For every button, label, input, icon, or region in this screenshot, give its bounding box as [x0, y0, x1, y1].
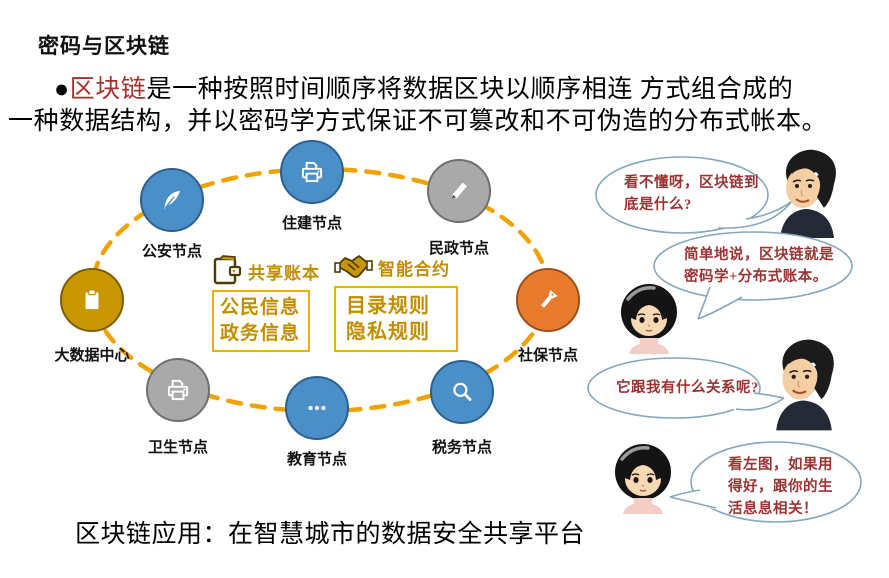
intro-bullet: ● — [54, 76, 70, 103]
footer-caption: 区块链应用：在智慧城市的数据安全共享平台 — [75, 521, 586, 548]
node-circle — [427, 159, 491, 223]
node-label: 税务节点 — [431, 439, 492, 456]
node-label: 公安节点 — [141, 243, 202, 260]
pencil-icon — [451, 182, 468, 200]
node-gongan: 公安节点 — [140, 168, 204, 261]
shared-ledger-box: 公民信息 政务信息 — [212, 290, 310, 352]
node-circle — [140, 168, 204, 232]
bubble-outline — [587, 357, 785, 419]
magnifier-icon — [453, 382, 472, 401]
ledger-item: 公民信息 — [220, 297, 301, 318]
node-circle — [146, 358, 210, 422]
contract-item: 目录规则 — [346, 295, 430, 317]
bubble-text: 简单地说，区块链就是密码学+分布式账本。 — [684, 247, 834, 285]
girl-avatar — [615, 444, 671, 514]
boy-avatar — [780, 149, 836, 238]
ledger-item: 政务信息 — [220, 323, 301, 344]
node-label: 教育节点 — [286, 451, 347, 468]
node-circle — [60, 268, 124, 332]
node-weisheng: 卫生节点 — [146, 358, 210, 457]
girl-avatar — [621, 284, 677, 354]
bubble-text: 看左图，如果用得好，跟你的生活息息相关！ — [728, 457, 833, 517]
node-shuiwu: 税务节点 — [430, 360, 494, 457]
bubble-text: 它跟我有什么关系呢? — [616, 380, 759, 396]
node-dashuju: 大数据中心 — [54, 268, 130, 365]
speech-bubble-3: 它跟我有什么关系呢? — [586, 356, 796, 426]
node-label: 社保节点 — [517, 347, 578, 364]
smart-contract-panel: 智能合约 目录规则 隐私规则 — [334, 252, 458, 352]
feather-icon — [164, 190, 181, 209]
node-minzheng: 民政节点 — [427, 159, 491, 258]
handshake-icon — [334, 255, 373, 278]
node-circle — [516, 268, 580, 332]
speech-bubble-1: 看不懂呀，区块链到底是什么? — [594, 155, 809, 240]
shared-ledger-panel: 共享账本 公民信息 政务信息 — [212, 254, 320, 352]
bubble-text: 看不懂呀，区块链到底是什么? — [624, 175, 759, 213]
intro-line1: 是一种按照时间顺序将数据区块以顺序相连 方式组合成的 — [146, 76, 794, 103]
ellipsis-icon — [308, 405, 326, 411]
node-jiaoyu: 教育节点 — [285, 376, 349, 469]
shared-ledger-title: 共享账本 — [248, 264, 320, 283]
node-shebao: 社保节点 — [516, 268, 580, 365]
clipboard-icon — [85, 289, 99, 310]
printer-icon — [301, 161, 323, 183]
bubble-outline — [669, 441, 862, 523]
speech-bubble-2: 简单地说，区块链就是密码学+分布式账本。 — [652, 231, 867, 326]
contract-item: 隐私规则 — [346, 321, 430, 343]
bubble-outline — [653, 231, 853, 320]
node-label: 住建节点 — [281, 215, 342, 232]
smart-contract-title: 智能合约 — [378, 260, 450, 279]
node-label: 大数据中心 — [54, 347, 130, 364]
node-zhujian: 住建节点 — [280, 140, 344, 233]
flashlight-icon — [541, 289, 558, 308]
intro-line2: 一种数据结构，并以密码学方式保证不可篡改和不可伪造的分布式帐本。 — [8, 107, 828, 135]
intro-paragraph: ●区块链是一种按照时间顺序将数据区块以顺序相连 方式组合成的 一种数据结构，并以… — [8, 74, 884, 137]
boy-avatar — [776, 339, 834, 431]
page-title: 密码与区块链 — [38, 35, 170, 58]
node-circle — [430, 360, 494, 424]
node-circle — [285, 376, 349, 440]
node-circle — [280, 140, 344, 204]
printer-icon — [167, 379, 189, 401]
node-label: 民政节点 — [428, 240, 489, 257]
node-label: 卫生节点 — [147, 439, 208, 456]
bubble-outline — [595, 156, 793, 234]
ledger-icon — [213, 255, 242, 285]
speech-bubble-4: 看左图，如果用得好，跟你的生活息息相关！ — [666, 440, 866, 528]
intro-highlight: 区块链 — [69, 76, 147, 103]
smart-contract-box: 目录规则 隐私规则 — [334, 286, 458, 352]
